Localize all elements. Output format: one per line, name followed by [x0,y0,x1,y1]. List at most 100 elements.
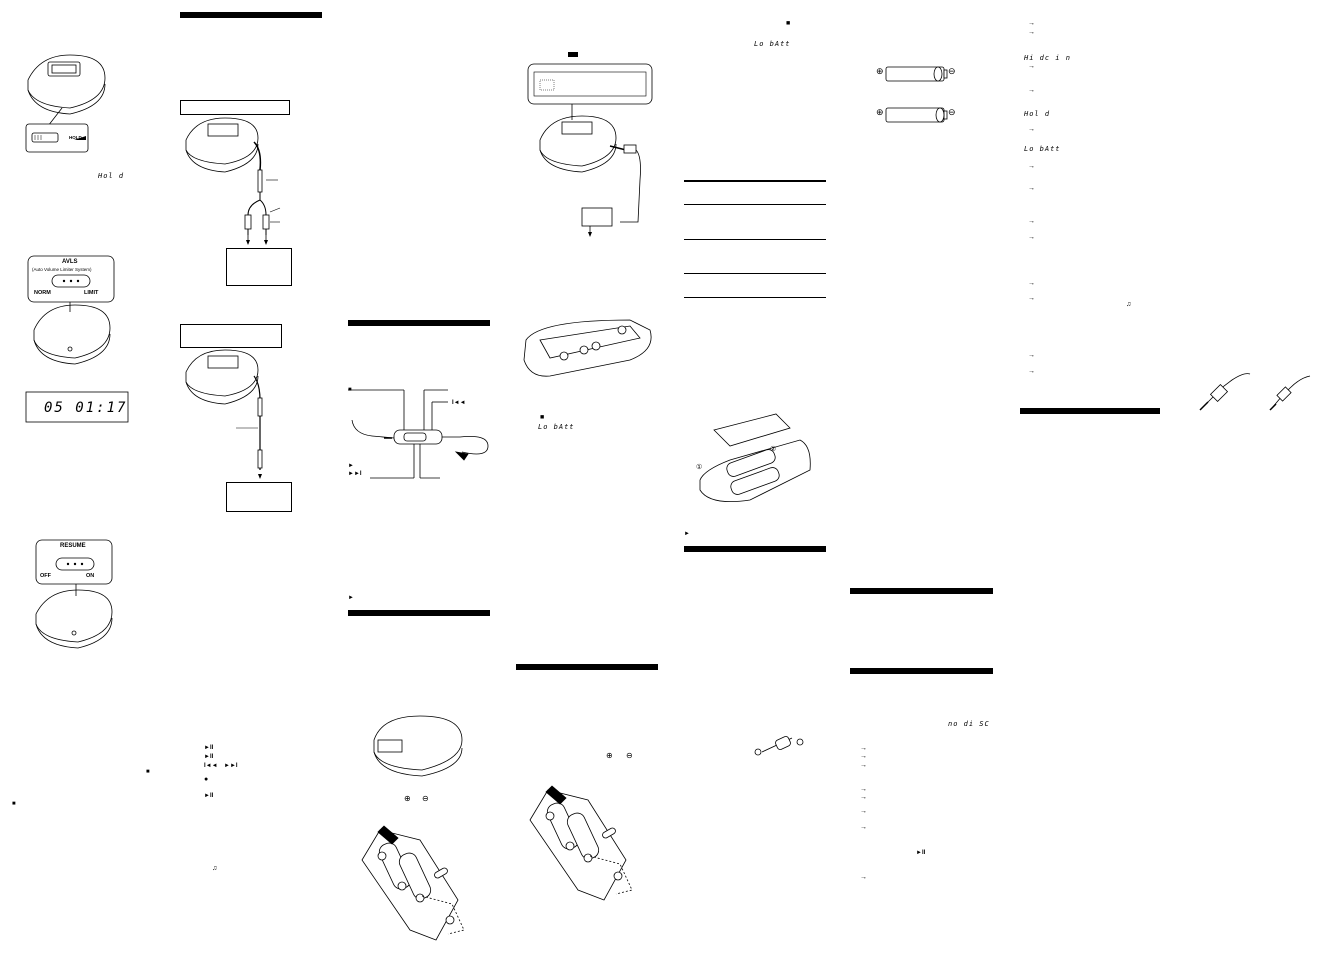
battery-icon: ■ [540,414,545,421]
avls-limit-label: LIMIT [84,290,99,296]
remote-next-symbol: ►►I [348,471,362,477]
hold-label: HOLD [69,135,82,140]
remote-control-illustration [348,389,489,479]
section-heading-bar [180,12,322,18]
battery-replacement-illustration [699,413,811,503]
battery-insertion-illustration [361,825,465,941]
lcd-display-frame [25,391,129,423]
arrow-bullet: → [860,874,867,881]
section-heading-bar [850,588,993,594]
cd-player-illustration-resume [35,584,113,649]
cd-player-illustration-hold [27,54,106,127]
lobatt-display-text-a: Lo bAtt [538,423,575,431]
column-3-illustrations [348,389,489,941]
resume-title: RESUME [60,543,86,549]
hold-display-text: Hol d [98,172,125,180]
section-heading-bar [348,320,490,326]
table-rule [684,204,826,205]
connection-label-box-1 [180,100,290,115]
next-symbol: ►►I [224,763,238,769]
arrow-bullet: → [860,753,867,760]
play-symbol-note: ► [348,595,354,601]
play-pause-symbol-2: ►II [204,754,214,760]
section-heading-bar [1020,408,1160,414]
minus-symbol-2: ⊖ [626,751,633,760]
no-disc-display-text: no di SC [948,720,990,728]
avls-title: AVLS [62,259,78,265]
arrow-bullet: → [860,745,867,752]
column-3: ■ I◄◄ ► ►►I ► ⊕ ⊖ [340,0,510,954]
stop-symbol: ■ [146,769,150,775]
column-7: → → Hi dc i n → → Hol d → Lo bAtt → → → … [1020,0,1342,954]
column-5: ■ Lo bAtt ① ② ► [680,0,850,954]
arrow-bullet: → [1028,218,1035,225]
arrow-bullet: → [1028,20,1035,27]
section-heading-bar [684,546,826,552]
arrow-bullet: → [1028,126,1035,133]
cd-player-illustration-avls [33,302,111,365]
step-1-marker: ① [696,464,703,471]
avls-subtitle: (Auto Volume Limiter System) [32,267,92,272]
rec-symbol: ● [204,776,209,783]
arrow-bullet: → [860,794,867,801]
battery-plus-2: ⊕ [876,107,884,117]
remote-prev-symbol: I◄◄ [452,400,466,406]
arrow-bullet: → [1028,87,1035,94]
battery-compartment-player [373,715,463,777]
headphone-symbol-2: ♫ [1126,301,1132,308]
remote-play-symbol: ► [348,463,354,469]
arrow-bullet: → [1028,163,1035,170]
resume-on-label: ON [86,573,95,579]
play-pause-symbol-4: ►II [916,850,926,856]
column-4: ■ Lo bAtt ⊕ ⊖ [510,0,680,954]
cd-player-connection-2 [185,349,259,405]
device-box-1 [226,248,292,286]
plus-symbol: ⊕ [404,794,411,803]
column-1: HOLD Hol d AVLS (Auto Volume Limiter Sys… [0,0,170,954]
minus-symbol: ⊖ [422,794,429,803]
arrow-bullet: → [1028,280,1035,287]
arrow-bullet: → [860,762,867,769]
arrow-bullet: → [860,786,867,793]
column-5-illustrations [699,413,811,756]
stop-symbol-2: ■ [12,801,16,807]
section-heading-bar [516,664,658,670]
headphone-symbol: ♫ [212,865,218,872]
column-2-illustrations [185,117,281,479]
battery-icon-2: ■ [786,20,791,27]
column-7-illustrations [1199,373,1311,411]
table-bottom-rule [684,297,826,298]
arrow-bullet: → [860,824,867,831]
column-2: ►II ►II I◄◄ ►►I ● ►II ♫ [170,0,340,954]
column-6: ⊕ ⊖ ⊕ ⊖ no di SC → → → → → → → ►II → [850,0,1020,954]
arrow-bullet: → [1028,63,1035,70]
resume-off-label: OFF [40,573,51,579]
arrow-bullet: → [1028,368,1035,375]
play-pause-symbol-1: ►II [204,745,214,751]
cd-player-connection-1 [185,117,259,173]
play-symbol-note-2: ► [684,531,690,537]
mini-plug-illustration [1269,375,1311,411]
avls-norm-label: NORM [34,290,51,296]
battery-illustration-2 [885,107,948,123]
arrow-bullet: → [1028,352,1035,359]
arrow-bullet: → [1028,29,1035,36]
cd-player-ac-adapter [539,104,617,173]
prev-symbol: I◄◄ [204,763,218,769]
battery-illustration-1 [885,66,948,82]
plug-illustration [754,736,804,756]
dc-in-icon [568,52,578,57]
table-rule [684,273,826,274]
battery-minus-1: ⊖ [948,66,956,76]
lobatt-display-text-c: Lo bAtt [1024,145,1061,153]
battery-insertion-illustration-2 [529,785,633,901]
arrow-bullet: → [1028,234,1035,241]
arrow-bullet: → [860,808,867,815]
remote-stop-symbol: ■ [348,387,352,393]
column-1-illustrations [25,54,129,649]
hi-dc-in-display-text: Hi dc i n [1024,54,1071,62]
plus-symbol-2: ⊕ [606,751,613,760]
battery-minus-2: ⊖ [948,107,956,117]
table-top-rule [684,180,826,182]
